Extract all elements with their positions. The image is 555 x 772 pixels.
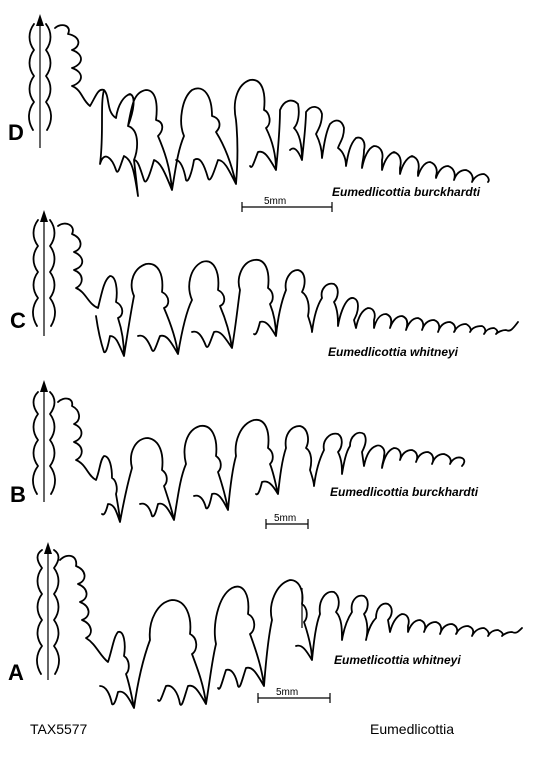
species-label: Eumedlicottia burckhardti xyxy=(332,185,481,199)
suture-line xyxy=(28,23,490,197)
scale-bar xyxy=(257,693,331,703)
panel-letter: C xyxy=(10,308,26,333)
scale-bar xyxy=(265,519,309,529)
panel-d: D Eumedlicottia burckhardti 5mm xyxy=(8,14,490,212)
panel-letter: B xyxy=(10,482,26,507)
scale-label: 5mm xyxy=(276,687,298,698)
panel-letter: D xyxy=(8,120,24,145)
suture-line xyxy=(32,391,466,523)
panel-b: B Eumedlicottia burckhardti 5mm xyxy=(10,380,479,529)
scale-label: 5mm xyxy=(264,196,286,207)
species-label: Eumedlicottia burckhardti xyxy=(330,485,479,499)
suture-line xyxy=(32,219,519,357)
scale-label: 5mm xyxy=(274,513,296,524)
panel-a: A Eumetlicottia whitneyi 5mm xyxy=(8,542,523,709)
venter-arrow xyxy=(36,14,44,148)
venter-arrow xyxy=(40,210,48,336)
species-label: Eumedlicottia whitneyi xyxy=(328,345,459,359)
venter-arrow xyxy=(44,542,52,680)
species-label: Eumetlicottia whitneyi xyxy=(334,653,461,667)
venter-arrow xyxy=(40,380,48,502)
panel-c: C Eumedlicottia whitneyi xyxy=(10,210,519,359)
scale-bar xyxy=(241,202,333,212)
panel-letter: A xyxy=(8,660,24,685)
genus-label: Eumedlicottia xyxy=(370,721,454,737)
suture-line xyxy=(36,549,523,709)
catalog-number: TAX5577 xyxy=(30,721,88,737)
